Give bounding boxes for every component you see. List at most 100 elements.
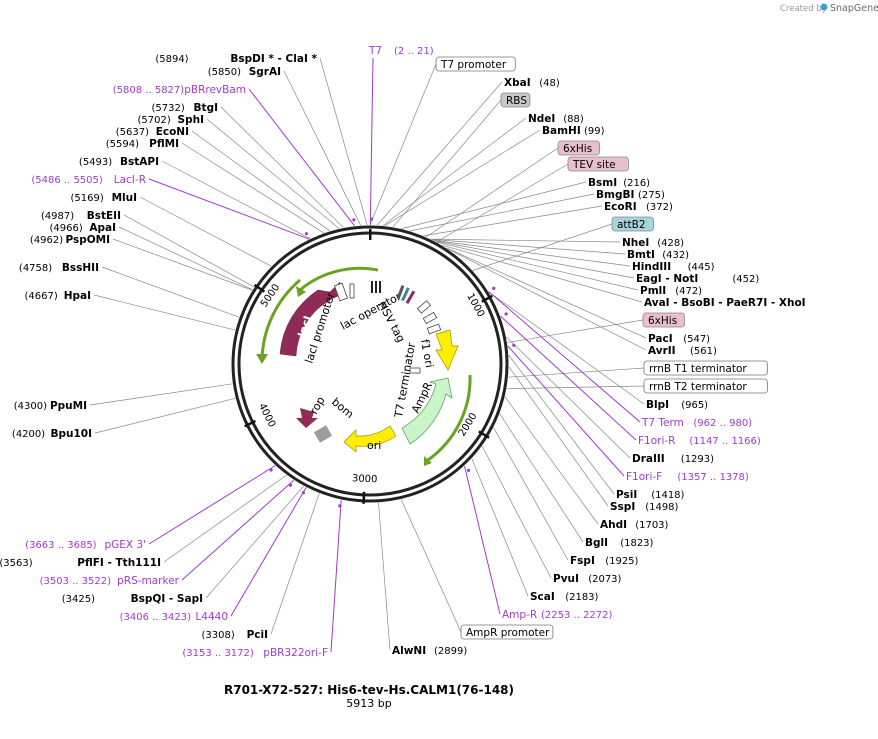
right-label-33: ScaI(2183) (530, 591, 599, 603)
leader-line (488, 291, 641, 423)
leader-line (112, 238, 253, 291)
leader-line (506, 336, 631, 459)
site-pos: (88) (563, 114, 584, 125)
right-label-10: attB2 (611, 216, 654, 232)
leader-line (434, 240, 635, 279)
leader-line (382, 117, 527, 226)
leader-line (488, 291, 645, 405)
right-label-17: 6xHis (642, 312, 685, 328)
site-pos: (5169) (71, 193, 104, 204)
leader-line (464, 465, 501, 615)
orf-arc-top-head (296, 286, 306, 297)
right-label-24: F1ori-R(1147 .. 1166) (638, 435, 761, 447)
backbone (231, 225, 509, 503)
credit-brand: SnapGene (830, 3, 878, 14)
leader-line (148, 178, 310, 240)
right-label-16: AvaI - BsoBI - PaeR7I - XhoI(514) (644, 297, 806, 309)
site-name: PflMI (149, 138, 179, 150)
site-name: SspI (610, 501, 635, 513)
site-pos: (3308) (202, 630, 235, 641)
primer-marks (269, 217, 516, 508)
f1-ori-arrow (435, 329, 459, 371)
site-pos: (547) (683, 334, 710, 345)
leader-line (191, 130, 331, 232)
right-label-5: 6xHis (557, 140, 600, 156)
site-name: NdeI (528, 113, 555, 125)
left-label-15: PpuMI(4300) (14, 400, 87, 412)
primer-site-marker (269, 468, 273, 472)
t7-primer-name: T7 (368, 45, 382, 57)
site-pos: (472) (675, 286, 702, 297)
tick-mark (253, 283, 266, 293)
left-label-4: SphI(5702) (138, 114, 204, 126)
leader-line (384, 129, 541, 227)
leader-line (123, 214, 255, 288)
ampr-arrow (401, 377, 453, 445)
right-label-8: BmgBI(275) (596, 189, 665, 201)
site-pos: (428) (657, 238, 684, 249)
leader-line (493, 427, 569, 561)
leader-line (94, 397, 236, 434)
orf-arc-top (299, 266, 379, 292)
right-label-6: TEV site (567, 156, 629, 172)
leader-line (148, 465, 276, 545)
site-name: PflFI - Tth111I (77, 557, 161, 569)
leader-line (319, 57, 368, 226)
left-label-20: BspQI - SapI(3425) (62, 593, 203, 605)
site-pos: (5493) (79, 157, 112, 168)
primer-site-marker (304, 232, 309, 236)
left-label-8: LacI-R(5486 .. 5505) (31, 174, 146, 186)
leader-line (446, 247, 647, 339)
leader-line (426, 147, 559, 238)
site-name: PspOMI (65, 234, 110, 246)
laci-label: lacI (295, 314, 314, 339)
site-name: BamHI (542, 125, 581, 137)
primer-pos: (3503 .. 3522) (40, 576, 112, 587)
feature-tag-label: AmpR promoter (466, 627, 550, 639)
feature-tag-box (460, 624, 554, 640)
right-label-26: F1ori-F(1357 .. 1378) (626, 471, 749, 483)
site-pos: (3425) (62, 594, 95, 605)
site-pos: (5702) (138, 115, 171, 126)
primer-pos: (1147 .. 1166) (689, 436, 761, 447)
orf-arc-right-head (424, 456, 432, 466)
right-label-4: BamHI(99) (542, 125, 605, 137)
leader-line (101, 266, 240, 318)
leader-line (330, 499, 342, 653)
laci-arrow (279, 281, 341, 357)
primer-site-marker (369, 217, 374, 221)
site-pos: (5594) (106, 139, 139, 150)
right-label-12: BmtI(432) (627, 249, 689, 261)
right-label-1: XbaI(48) (504, 77, 560, 89)
right-label-32: PvuI(2073) (553, 573, 622, 585)
left-label-9: MluI(5169) (71, 192, 137, 204)
mcs-feature-bars (371, 281, 416, 305)
left-label-16: Bpu10I(4200) (12, 428, 92, 440)
site-pos: (1293) (681, 454, 714, 465)
primer-name: Amp-R (502, 609, 537, 621)
site-name: PciI (247, 629, 268, 641)
snapgene-logo-icon (820, 3, 828, 11)
site-pos: (452) (732, 274, 759, 285)
right-label-34: Amp-R(2253 .. 2272) (502, 609, 613, 621)
leader-line (163, 474, 287, 563)
right-labels: T7 promoterXbaI(48)RBSNdeI(88)BamHI(99)6… (392, 56, 806, 657)
site-pos: (1703) (635, 520, 668, 531)
leader-line (481, 445, 552, 579)
right-label-0: T7 promoter (435, 56, 516, 72)
right-label-18: PacI(547) (648, 333, 710, 345)
left-label-2: pBRrevBam(5808 .. 5827) (113, 84, 246, 96)
site-name: BmgBI (596, 189, 634, 201)
primer-pos: (3663 .. 3685) (25, 540, 97, 551)
leader-line (392, 99, 502, 228)
primer-name: pBRrevBam (184, 84, 246, 96)
right-label-9: EcoRI(372) (604, 201, 673, 213)
site-name: BsmI (588, 177, 617, 189)
feature-tag-box (500, 92, 531, 108)
primer-pos: (3153 .. 3172) (182, 648, 254, 659)
left-label-1: SgrAI(5850) (208, 66, 281, 78)
site-pos: (4300) (14, 401, 47, 412)
left-label-6: PflMI (5594) (106, 138, 179, 150)
t7-primer-pos: (2 .. 21) (394, 46, 434, 57)
